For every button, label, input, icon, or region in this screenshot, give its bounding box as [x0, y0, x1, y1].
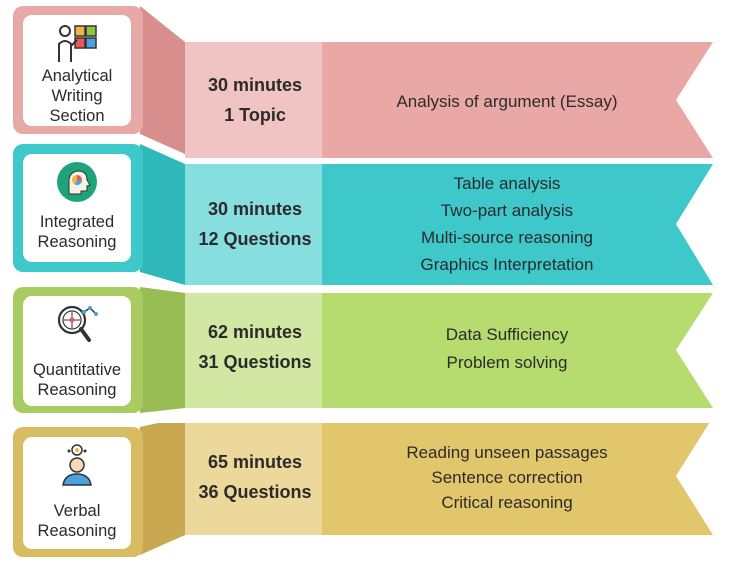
topic-item: Reading unseen passages [406, 442, 608, 462]
topic-item: Graphics Interpretation [420, 255, 594, 274]
section-card: Analytical Writing Section [23, 15, 131, 126]
section-name: Verbal Reasoning [37, 502, 117, 540]
ribbon-duration-panel [185, 293, 322, 408]
duration-time: 30 minutes [207, 75, 303, 95]
section-name: Quantitative Reasoning [32, 361, 122, 399]
duration-block: 65 minutes 36 Questions [190, 447, 320, 507]
duration-time: 65 minutes [207, 452, 303, 472]
section-card: Quantitative Reasoning [23, 296, 131, 406]
section-row-verbal-reasoning: Verbal Reasoning 65 minutes 36 Questions… [0, 423, 730, 558]
ribbon-duration-panel [185, 42, 322, 158]
section-row-analytical-writing: Analytical Writing Section 30 minutes 1 … [0, 4, 730, 158]
ribbon-duration-panel [185, 423, 322, 535]
section-row-quantitative-reasoning: Quantitative Reasoning 62 minutes 31 Que… [0, 285, 730, 415]
question-count: 1 Topic [224, 105, 286, 125]
topic-item: Multi-source reasoning [421, 228, 593, 247]
duration-block: 30 minutes 12 Questions [190, 194, 320, 254]
duration-block: 30 minutes 1 Topic [190, 70, 320, 130]
head-chart-icon [53, 160, 101, 204]
magnifier-graph-icon [53, 302, 101, 346]
duration-time: 30 minutes [207, 199, 303, 219]
ribbon-fold [140, 287, 185, 413]
question-count: 36 Questions [198, 482, 312, 502]
section-row-integrated-reasoning: Integrated Reasoning 30 minutes 12 Quest… [0, 144, 730, 285]
thinking-person-icon [53, 443, 101, 487]
duration-time: 62 minutes [207, 322, 303, 342]
topic-item: Table analysis [453, 174, 561, 193]
section-name: Analytical Writing Section [41, 67, 113, 125]
question-count: 31 Questions [198, 352, 312, 372]
duration-block: 62 minutes 31 Questions [190, 317, 320, 377]
puzzle-person-icon [53, 21, 101, 64]
topic-item: Analysis of argument (Essay) [396, 92, 618, 111]
section-card: Integrated Reasoning [23, 154, 131, 262]
topic-item: Two-part analysis [440, 201, 574, 220]
ribbon-fold [140, 6, 185, 154]
ribbon-fold [140, 144, 185, 285]
topic-list: Analysis of argument (Essay) [322, 84, 692, 120]
section-name: Integrated Reasoning [37, 213, 117, 251]
topic-item: Problem solving [446, 353, 568, 372]
question-count: 12 Questions [198, 229, 312, 249]
topic-item: Sentence correction [431, 467, 583, 487]
topic-item: Critical reasoning [441, 492, 573, 512]
ribbon-duration-panel [185, 164, 322, 285]
topic-list: Data Sufficiency Problem solving [322, 321, 692, 377]
section-card: Verbal Reasoning [23, 437, 131, 549]
ribbon-fold [140, 423, 185, 555]
topic-item: Data Sufficiency [445, 325, 569, 344]
topic-list: Table analysis Two-part analysis Multi-s… [322, 168, 692, 280]
topic-list: Reading unseen passages Sentence correct… [322, 439, 692, 515]
